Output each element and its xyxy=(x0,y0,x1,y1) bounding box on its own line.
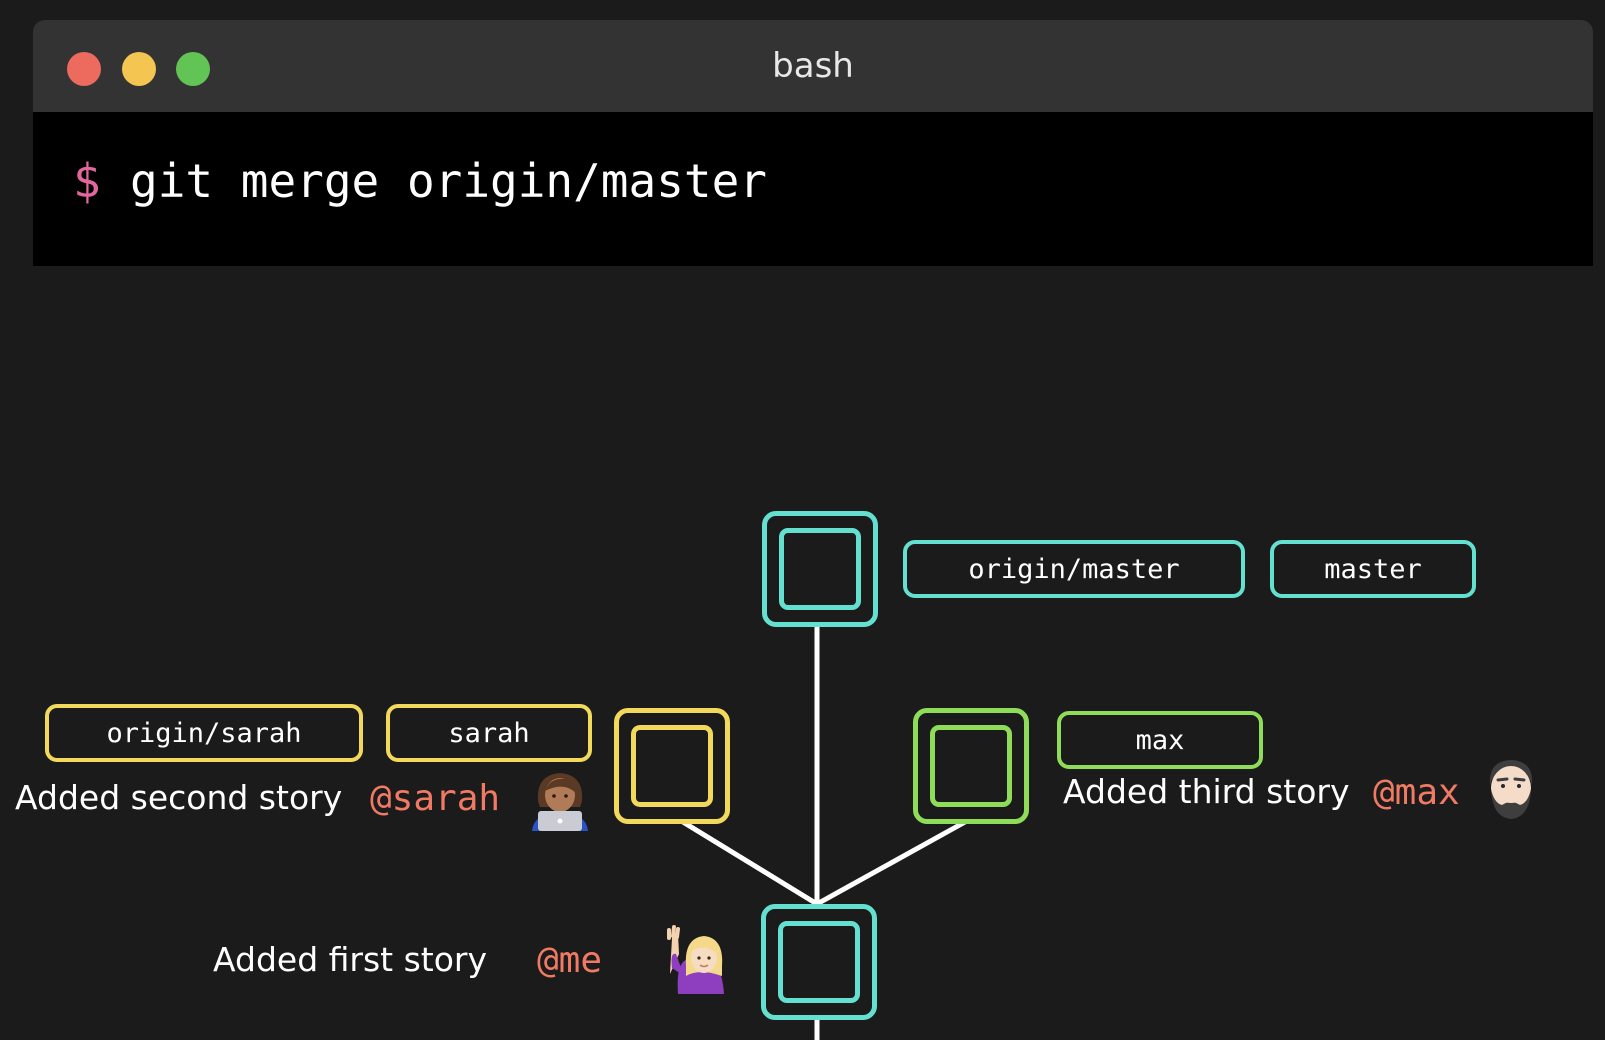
commit-node-master-tip[interactable] xyxy=(762,511,878,627)
branch-label-origin-master[interactable]: origin/master xyxy=(903,540,1245,598)
close-button[interactable] xyxy=(67,52,101,86)
raising-hand-icon xyxy=(667,925,724,994)
edge-first-to-max xyxy=(815,819,967,907)
commit-message-first: Added first story xyxy=(213,940,488,979)
terminal-window: bash $ git merge origin/master xyxy=(33,20,1593,266)
terminal-body[interactable]: $ git merge origin/master xyxy=(33,112,1593,266)
command-text: git merge origin/master xyxy=(130,154,767,208)
branch-label-sarah[interactable]: sarah xyxy=(386,704,592,762)
commit-message-sarah: Added second story xyxy=(15,778,343,817)
bearded-man-icon xyxy=(1489,760,1533,819)
commit-node-first[interactable] xyxy=(761,904,877,1020)
branch-label-max[interactable]: max xyxy=(1057,711,1263,769)
commit-author-sarah: @sarah xyxy=(370,778,501,819)
commit-message-max: Added third story xyxy=(1063,772,1350,811)
commit-author-first: @me xyxy=(537,940,603,981)
branch-label-master[interactable]: master xyxy=(1270,540,1476,598)
minimize-button[interactable] xyxy=(122,52,156,86)
prompt-symbol: $ xyxy=(73,154,101,208)
commit-node-sarah[interactable] xyxy=(614,708,730,824)
title-bar: bash xyxy=(33,20,1593,112)
window-title: bash xyxy=(772,46,854,86)
branch-label-origin-sarah[interactable]: origin/sarah xyxy=(45,704,363,762)
edge-first-to-sarah xyxy=(681,819,819,907)
commit-node-max[interactable] xyxy=(913,708,1029,824)
commit-author-max: @max xyxy=(1373,772,1460,813)
technologist-icon xyxy=(532,773,588,831)
maximize-button[interactable] xyxy=(176,52,210,86)
